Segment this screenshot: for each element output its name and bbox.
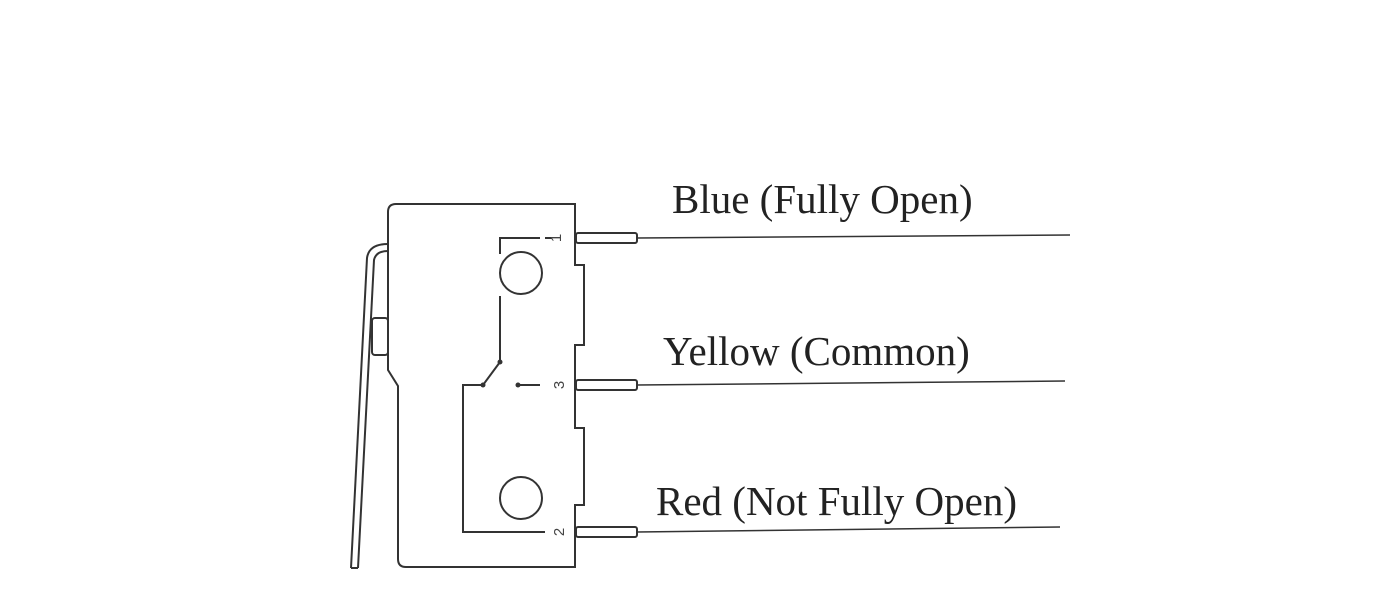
wire-blue	[636, 234, 1071, 239]
terminal-2	[575, 526, 638, 538]
internal-contacts	[462, 237, 552, 533]
terminal-1	[575, 232, 638, 244]
pin-number-3: 3	[551, 381, 568, 389]
terminals	[575, 232, 638, 538]
mounting-holes	[499, 251, 543, 520]
wires	[636, 234, 1071, 533]
mounting-hole-top	[499, 251, 543, 295]
terminal-3	[575, 379, 638, 391]
wire-yellow	[636, 380, 1066, 386]
pin-number-2: 2	[551, 528, 568, 536]
switch-body	[387, 203, 585, 568]
label-blue-fully-open: Blue (Fully Open)	[672, 176, 973, 222]
pin-number-1: 1	[548, 234, 565, 242]
mounting-hole-bottom	[499, 476, 543, 520]
label-red-not-fully-open: Red (Not Fully Open)	[656, 478, 1017, 524]
wire-red	[636, 526, 1061, 533]
pin-numbers: 1 3 2	[548, 234, 568, 536]
label-yellow-common: Yellow (Common)	[663, 328, 970, 374]
actuator-lever	[350, 243, 389, 569]
